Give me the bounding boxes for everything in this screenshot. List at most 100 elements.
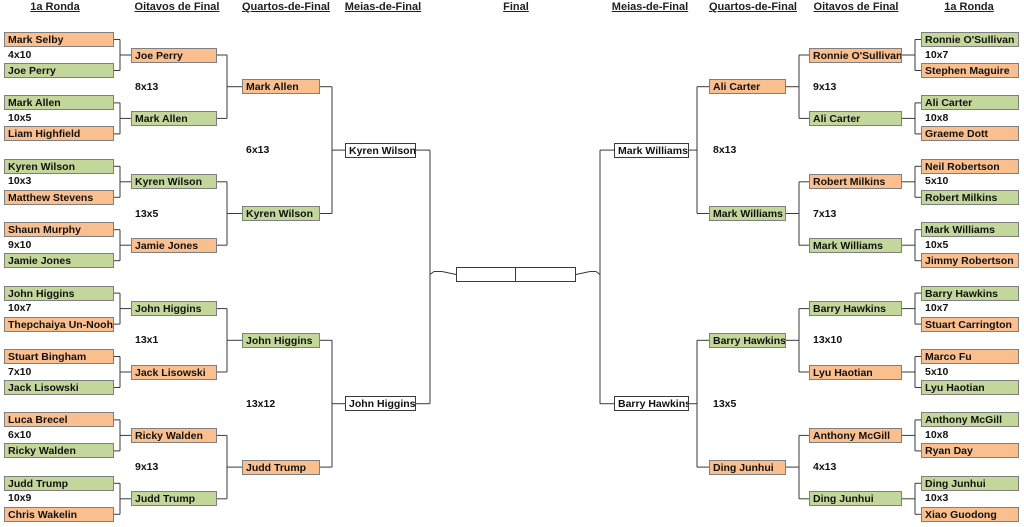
header-round1-left: 1a Ronda [30, 1, 80, 13]
semifinalist-box: Kyren Wilson [345, 142, 416, 158]
player-box: Jimmy Robertson [921, 253, 1019, 269]
semifinalist-box: Barry Hawkins [614, 396, 689, 412]
match-score: 7x13 [813, 207, 837, 220]
player-box: Graeme Dott [921, 126, 1019, 142]
player-box: Marco Fu [921, 349, 1019, 364]
final-slot-left [456, 267, 516, 282]
bracket-connector [441, 271, 457, 275]
player-box: Ali Carter [921, 95, 1019, 111]
player-box: Thepchaiya Un-Nooh [4, 316, 114, 332]
player-box: Mark Williams [709, 206, 786, 221]
player-box: Matthew Stevens [4, 189, 114, 205]
player-box: John Higgins [4, 285, 114, 301]
player-box: Stephen Maguire [921, 63, 1019, 78]
header-qf-right: Quartos-de-Final [708, 1, 797, 13]
header-r16-left: Oitavos de Final [134, 1, 220, 13]
match-score: 10x5 [925, 238, 949, 251]
player-box: Neil Robertson [921, 158, 1019, 174]
match-score: 6x10 [8, 428, 32, 441]
player-box: Ali Carter [709, 79, 786, 95]
player-box: Ding Junhui [921, 475, 1019, 491]
match-score: 10x3 [8, 175, 32, 188]
header-qf-left: Quartos-de-Final [241, 1, 330, 13]
header-sf-left: Meias-de-Final [344, 1, 422, 13]
player-box: Ronnie O'Sullivan [921, 32, 1019, 47]
match-score: 10x7 [925, 302, 949, 315]
player-box: Lyu Haotian [809, 364, 902, 380]
player-box: Chris Wakelin [4, 506, 114, 522]
player-box: Lyu Haotian [921, 380, 1019, 395]
player-box: Anthony McGill [921, 412, 1019, 428]
player-box: Xiao Guodong [921, 506, 1019, 522]
player-box: Kyren Wilson [4, 158, 114, 174]
player-box: Jamie Jones [4, 253, 114, 269]
header-final: Final [503, 1, 529, 13]
match-score: 9x13 [135, 461, 159, 474]
player-box: Shaun Murphy [4, 222, 114, 238]
player-box: Joe Perry [131, 47, 217, 63]
player-box: Ding Junhui [709, 459, 786, 475]
match-score: 13x10 [813, 334, 843, 347]
match-score: 13x5 [135, 207, 159, 220]
player-box: Barry Hawkins [809, 301, 902, 317]
player-box: Jack Lisowski [4, 380, 114, 395]
match-score: 4x13 [813, 461, 837, 474]
match-score: 9x10 [8, 238, 32, 251]
match-score: 10x3 [925, 492, 949, 505]
player-box: Judd Trump [4, 475, 114, 491]
semifinalist-box: John Higgins [345, 396, 416, 412]
player-box: Ali Carter [809, 110, 902, 126]
player-box: Liam Highfield [4, 126, 114, 142]
match-score: 13x12 [246, 397, 276, 410]
player-box: Stuart Bingham [4, 349, 114, 364]
player-box: Robert Milkins [809, 174, 902, 190]
player-box: Luca Brecel [4, 412, 114, 428]
player-box: Ding Junhui [809, 491, 902, 507]
player-box: Barry Hawkins [921, 285, 1019, 301]
semifinalist-box: Mark Williams [614, 142, 689, 158]
player-box: Kyren Wilson [131, 174, 217, 190]
match-score: 13x1 [135, 334, 159, 347]
match-score: 10x9 [8, 492, 32, 505]
player-box: Joe Perry [4, 63, 114, 78]
player-box: Barry Hawkins [709, 332, 786, 348]
header-sf-right: Meias-de-Final [611, 1, 689, 13]
player-box: Ricky Walden [4, 443, 114, 459]
player-box: Mark Williams [809, 237, 902, 253]
header-round1-right: 1a Ronda [944, 1, 994, 13]
bracket-connector [575, 271, 591, 275]
match-score: 10x8 [925, 111, 949, 124]
match-score: 9x13 [813, 80, 837, 93]
player-box: Mark Allen [131, 110, 217, 126]
player-box: John Higgins [131, 301, 217, 317]
player-box: Jamie Jones [131, 237, 217, 253]
player-box: Jack Lisowski [131, 364, 217, 380]
match-score: 5x10 [925, 365, 949, 378]
match-score: 10x7 [8, 302, 32, 315]
match-score: 10x5 [8, 111, 32, 124]
player-box: Mark Allen [242, 79, 320, 95]
bracket-connector [595, 271, 601, 275]
match-score: 10x7 [925, 48, 949, 61]
player-box: Mark Williams [921, 222, 1019, 238]
player-box: Mark Allen [4, 95, 114, 111]
final-slot-right [515, 267, 576, 282]
match-score: 7x10 [8, 365, 32, 378]
player-box: John Higgins [242, 332, 320, 348]
header-r16-right: Oitavos de Final [813, 1, 899, 13]
match-score: 13x5 [713, 397, 737, 410]
player-box: Judd Trump [242, 459, 320, 475]
bracket-connector [429, 271, 435, 275]
match-score: 10x8 [925, 428, 949, 441]
player-box: Mark Selby [4, 32, 114, 47]
match-score: 5x10 [925, 175, 949, 188]
player-box: Kyren Wilson [242, 206, 320, 221]
player-box: Ronnie O'Sullivan [809, 47, 902, 63]
player-box: Ryan Day [921, 443, 1019, 459]
player-box: Ricky Walden [131, 427, 217, 443]
player-box: Anthony McGill [809, 427, 902, 443]
match-score: 8x13 [713, 144, 737, 157]
match-score: 4x10 [8, 48, 32, 61]
player-box: Stuart Carrington [921, 316, 1019, 332]
